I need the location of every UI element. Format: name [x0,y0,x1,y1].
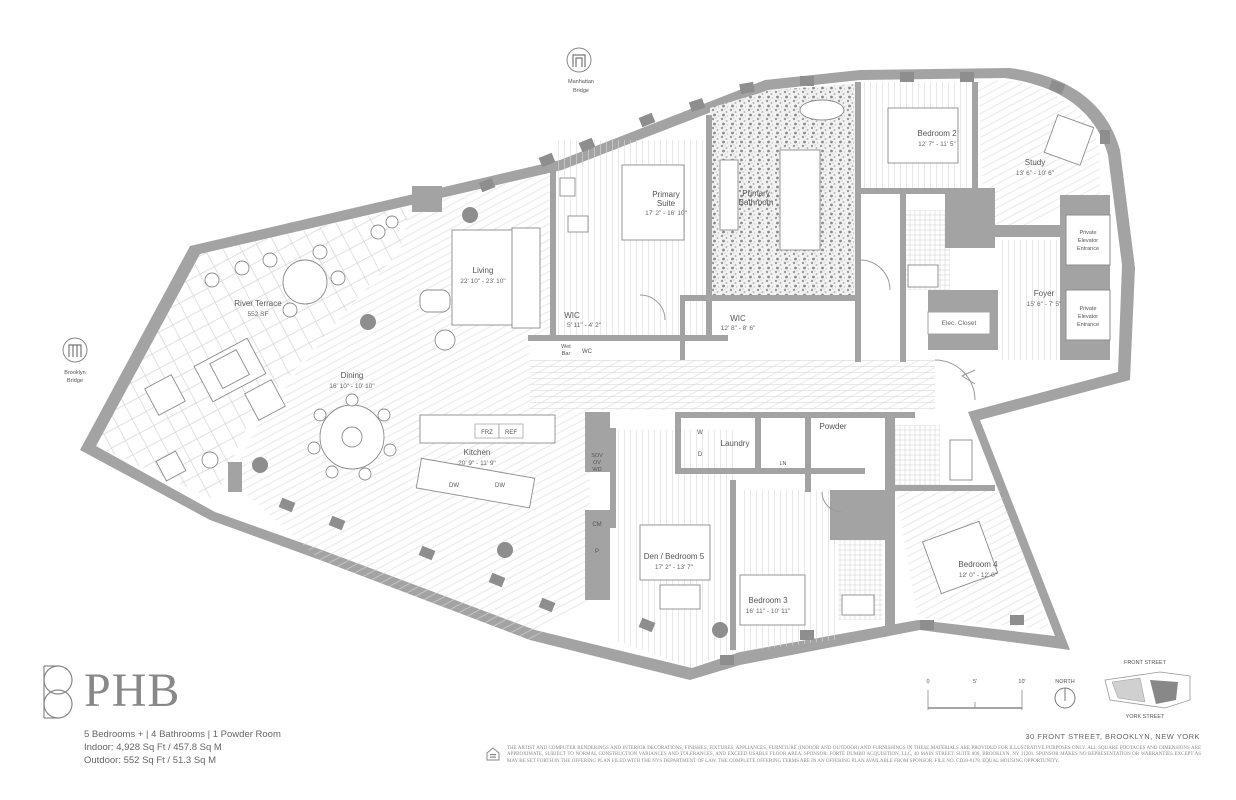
brand-block: PHB [40,664,340,724]
elevator2-box [1065,289,1111,341]
study-size: 13' 6" - 10' 6" [1016,170,1055,177]
elevator2-label-3: Entrance [1077,322,1099,328]
cm-label: CM [592,522,601,528]
primary-bathroom-label: Primary [742,189,770,198]
wic-large-label: WIC [730,314,746,323]
address: 30 FRONT STREET, BROOKLYN, NEW YORK [1025,732,1200,741]
elec-closet-label: Elec. Closet [942,320,977,327]
den-size: 17' 2" - 13' 7" [655,564,694,571]
w-label: W [697,430,703,436]
scale-tick-0: 0 [926,679,929,685]
brooklyn-bridge-label: Brooklyn [64,370,85,376]
frz-label: FRZ [481,430,493,436]
foyer-size: 15' 6" - 7' 5" [1027,301,1062,308]
primary-suite-label: Primary [652,190,680,199]
kitchen-label: Kitchen [464,448,491,457]
key-plan-icon [1104,671,1191,709]
bedroom3-label: Bedroom 3 [748,596,788,605]
unit-stats: 5 Bedrooms + | 4 Bathrooms | 1 Powder Ro… [84,728,281,767]
scale-bar [927,690,1023,710]
d-label: D [698,452,703,458]
scale-tick-10: 10' [1018,679,1025,685]
powder-label: Powder [819,422,846,431]
wic-small-size: 5' 11" - 4' 2" [567,322,602,329]
ref-box [498,423,524,439]
corridor-floor [530,360,935,410]
p-label: P [595,549,599,555]
foyer-label: Foyer [1034,289,1055,298]
wc-label: WC [582,349,593,355]
primary-suite-label-2: Suite [657,199,676,208]
brooklyn-bridge-label-2: Bridge [67,378,83,384]
dining-size: 16' 10" - 10' 10" [329,383,375,390]
wet-bar-label-2: Bar [562,351,571,357]
manhattan-bridge-icon [566,47,592,73]
bedroom3-floor [740,490,835,652]
north-arrow-icon [1054,687,1076,709]
bedroom4-label: Bedroom 4 [958,560,998,569]
dining-label: Dining [341,371,364,380]
scale-tick-5: 5' [973,679,977,685]
primary-bathroom-label-2: Bathroom [739,198,774,207]
foyer-floor [1000,240,1060,360]
kitchen-size: 20' 9" - 11' 9" [458,460,496,467]
wic-small-label: WIC [564,311,580,320]
elevator2-label-1: Private [1079,306,1096,312]
furniture [144,99,1095,626]
elevator1-label-3: Entrance [1077,246,1099,252]
elec-closet-box [927,311,991,335]
keyplan-front-street: FRONT STREET [1124,660,1167,666]
wd-label: WD [592,467,601,473]
ref-label: REF [505,430,517,436]
wet-bar-label-1: Wet [561,344,571,350]
dw2-label: DW [495,483,505,489]
north-label: NORTH [1055,679,1074,685]
door-swings [639,259,976,513]
outdoor-line: Outdoor: 552 Sq Ft / 51.3 Sq M [84,755,217,766]
ln-label: LN [779,461,786,467]
bedroom3-size: 16' 11" - 10' 11" [746,608,791,615]
elevator1-box [1065,214,1111,266]
sov-label: SOV [591,453,603,459]
equal-housing-icon [486,747,500,761]
elevator1-label-1: Private [1079,230,1096,236]
primary-suite-size: 17' 2" - 16' 10" [645,210,687,217]
bedroom2-size: 12' 7" - 11' 5" [918,141,956,148]
bedroom2-label: Bedroom 2 [917,129,957,138]
brand-name: PHB [84,664,181,717]
study-label: Study [1025,158,1045,167]
living-label: Living [473,266,494,275]
laundry-label: Laundry [721,439,750,448]
elevator1-label-2: Elevator [1078,238,1098,244]
summary-line: 5 Bedrooms + | 4 Bathrooms | 1 Powder Ro… [84,729,281,740]
phb-logo-icon [43,665,73,719]
brooklyn-bridge-icon [62,337,88,363]
dw1-label: DW [449,483,459,489]
manhattan-bridge-label: Manhattan [568,79,594,85]
bedroom4-size: 12' 0" - 12' 0" [959,572,998,579]
bath-tile-2 [895,425,940,485]
den-label: Den / Bedroom 5 [644,552,705,561]
ov-label: OV [593,460,601,466]
keyplan-york-street: YORK STREET [1126,714,1165,720]
elevator2-label-2: Elevator [1078,314,1098,320]
indoor-line: Indoor: 4,928 Sq Ft / 457.8 Sq M [84,742,222,753]
study-floor [978,80,1100,230]
wic-large-size: 12' 8" - 8' 6" [721,325,756,332]
columns [252,72,1110,665]
legal-disclaimer: The artist and computer renderings and i… [507,746,1201,764]
living-size: 22' 10" - 23' 10" [460,278,506,285]
river-terrace-size: 552 SF [248,311,269,318]
manhattan-bridge-label-2: Bridge [573,88,589,94]
river-terrace-label: River Terrace [234,299,282,308]
